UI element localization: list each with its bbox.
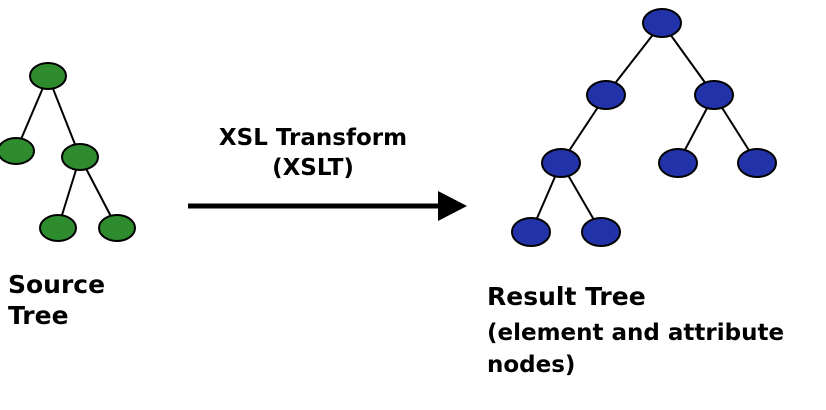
arrow-head-icon: [438, 191, 467, 221]
source-tree-node: [98, 214, 136, 242]
arrow-label-line2: (XSLT): [272, 155, 354, 181]
result-tree-node: [541, 148, 581, 178]
result-tree-node: [658, 148, 698, 178]
result-tree-node: [642, 8, 682, 38]
source-tree: [0, 62, 136, 242]
arrow-label-line1: XSL Transform: [219, 125, 407, 151]
result-tree-label-line1: Result Tree: [487, 282, 646, 311]
source-tree-edge: [47, 75, 81, 158]
source-tree-label-line1: Source: [8, 270, 105, 299]
result-tree-node: [511, 217, 551, 247]
result-tree-label-line2: (element and attribute: [487, 320, 784, 346]
source-tree-node: [39, 214, 77, 242]
source-tree-node: [61, 143, 99, 171]
result-tree-node: [581, 217, 621, 247]
transform-arrow: [188, 191, 467, 221]
source-tree-label-line2: Tree: [8, 301, 69, 330]
result-tree: [511, 8, 777, 247]
result-tree-node: [694, 80, 734, 110]
source-tree-node: [0, 137, 35, 165]
result-tree-label-line3: nodes): [487, 352, 575, 378]
source-tree-node: [29, 62, 67, 90]
result-tree-node: [586, 80, 626, 110]
result-tree-node: [737, 148, 777, 178]
